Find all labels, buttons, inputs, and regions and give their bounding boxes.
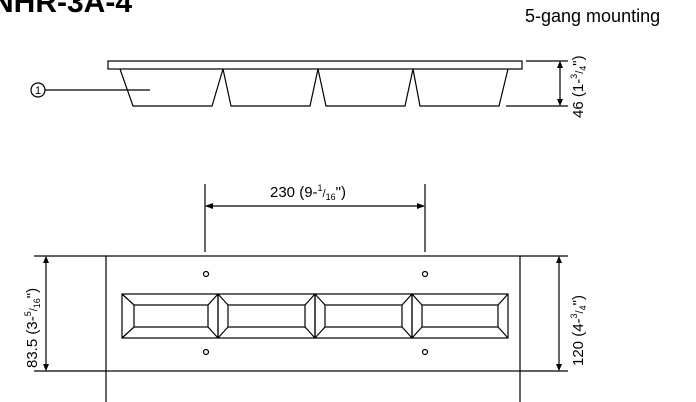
hole-spacing-dimension <box>204 184 426 252</box>
outer-height-frac-top: 3 <box>569 313 579 318</box>
hole-spacing-frac-top: 1 <box>318 183 323 193</box>
front-plate <box>105 255 521 372</box>
hole-spacing-value: 230 (9- <box>270 184 318 201</box>
hole-spacing-tail: ") <box>336 184 346 201</box>
side-height-tail: ") <box>570 55 587 65</box>
side-height-frac-top: 3 <box>569 74 579 79</box>
mounting-hole <box>421 348 429 356</box>
outer-height-frac-bottom: 4 <box>578 305 588 310</box>
side-pocket-1 <box>119 68 224 107</box>
inner-height-frac-top: 5 <box>23 311 33 316</box>
side-pocket-3 <box>317 68 414 107</box>
front-pocket-3 <box>314 293 413 339</box>
side-height-frac-bottom: 4 <box>578 66 588 71</box>
mounting-label: 5-gang mounting <box>525 6 661 26</box>
inner-height-label: 83.5 (3-5/16") <box>23 288 42 368</box>
side-dim-arrow-top <box>557 61 563 68</box>
callout-number: 1 <box>35 85 41 97</box>
front-pocket-4 <box>411 293 509 339</box>
outer-dim-arrow-top <box>556 256 562 263</box>
inner-height-value: 83.5 (3- <box>24 316 41 368</box>
side-plate <box>107 60 523 70</box>
outer-height-value: 120 (4- <box>570 318 587 366</box>
side-height-value: 46 (1- <box>570 79 587 118</box>
front-view <box>34 255 568 402</box>
hole-dim-arrow-right <box>417 203 425 209</box>
outer-height-tail: ") <box>570 295 587 305</box>
front-pocket-2 <box>217 293 316 339</box>
outer-dim-arrow-bottom <box>556 364 562 371</box>
hole-spacing-frac-bottom: 16 <box>326 192 336 202</box>
outer-height-label: 120 (4-3/4") <box>569 295 588 366</box>
hole-dim-arrow-left <box>205 203 213 209</box>
inner-dim-arrow-top <box>43 256 49 263</box>
mounting-hole <box>421 270 429 278</box>
front-pocket-1 <box>121 293 219 339</box>
inner-height-tail: ") <box>24 288 41 298</box>
svg-text:120 (4-3/4"): 120 (4-3/4") <box>569 295 588 366</box>
inner-height-frac-bottom: 16 <box>32 298 42 308</box>
model-title: NHR-3A-4 <box>0 0 133 19</box>
svg-text:46 (1-3/4"): 46 (1-3/4") <box>569 55 588 118</box>
side-view <box>30 60 568 107</box>
side-pocket-2 <box>222 68 319 107</box>
svg-text:83.5 (3-5/16"): 83.5 (3-5/16") <box>23 288 42 368</box>
inner-dim-arrow-bottom <box>43 364 49 371</box>
side-height-label: 46 (1-3/4") <box>569 55 588 118</box>
mounting-hole <box>202 270 210 278</box>
hole-spacing-label: 230 (9-1/16") <box>270 183 346 202</box>
side-dim-arrow-bottom <box>557 99 563 106</box>
mounting-hole <box>202 348 210 356</box>
side-pocket-4 <box>412 68 509 107</box>
